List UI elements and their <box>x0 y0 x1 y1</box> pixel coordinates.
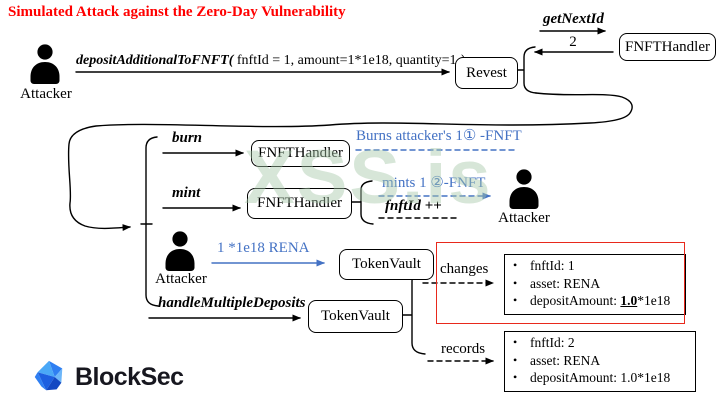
list-item: • fnftId: 2 <box>513 334 691 352</box>
list-item: • depositAmount: 1.0*1e18 <box>513 369 691 387</box>
branch-bracket <box>140 136 159 307</box>
attacker-label: Attacker <box>20 86 72 102</box>
rena-transfer-label: 1 *1e18 RENA <box>217 240 310 256</box>
list-item: • asset: RENA <box>513 352 691 370</box>
bullet-icon: • <box>513 370 518 384</box>
fnfthandler-mint-brace <box>350 180 374 225</box>
attacker-icon <box>165 231 195 271</box>
changes-detail-box: • fnftId: 1 • asset: RENA • depositAmount: … <box>504 254 686 315</box>
changes-asset: asset: RENA <box>530 275 601 291</box>
deposit-fn-name: depositAdditionalToFNFT( <box>76 53 234 68</box>
burns-note: Burns attacker's 1① -FNFT <box>356 128 522 144</box>
list-item: • asset: RENA <box>513 275 681 293</box>
records-deposit-amount: depositAmount: 1.0*1e18 <box>530 370 671 385</box>
records-fnftid: fnftId: 2 <box>530 335 575 350</box>
node-fnfthandler-mint: FNFTHandler <box>247 188 352 219</box>
page-title: Simulated Attack against the Zero-Day Vu… <box>8 4 346 20</box>
blocksec-logo-icon <box>34 360 63 391</box>
bullet-icon: • <box>513 335 518 349</box>
blocksec-logo-text: BlockSec <box>75 362 184 391</box>
node-tokenvault-1: TokenVault <box>339 249 434 280</box>
bullet-icon: • <box>513 258 518 272</box>
list-item: • fnftId: 1 <box>513 257 681 275</box>
list-item: • depositAmount: 1.0*1e18 <box>513 292 681 310</box>
nextid-value-label: 2 <box>569 34 577 50</box>
node-fnfthandler-burn: FNFTHandler <box>251 140 350 167</box>
node-tokenvault-2: TokenVault <box>308 300 403 333</box>
changes-deposit-amount: depositAmount: 1.0*1e18 <box>530 293 671 308</box>
tokenvault-effects-brace <box>400 270 426 355</box>
bullet-icon: • <box>513 293 518 307</box>
handle-multiple-deposits-label: handleMultipleDeposits <box>158 295 306 311</box>
records-asset: asset: RENA <box>530 352 601 368</box>
changes-fnftid: fnftId: 1 <box>530 258 575 273</box>
bullet-icon: • <box>513 275 518 290</box>
loop-connector <box>67 92 633 232</box>
revest-brace <box>514 46 537 94</box>
deposit-amount-highlight: 1.0 <box>620 293 638 308</box>
records-detail-box: • fnftId: 2 • asset: RENA • depositAmount: … <box>504 331 696 392</box>
attacker-icon <box>509 169 539 209</box>
burn-label: burn <box>172 130 203 146</box>
fnftid-increment-label: fnftId ++ <box>385 198 442 214</box>
node-revest: Revest <box>455 57 518 89</box>
mint-label: mint <box>172 185 201 201</box>
attacker-label: Attacker <box>498 210 550 226</box>
getnextid-label: getNextId <box>543 11 604 27</box>
mints-note: mints 1 ②-FNFT <box>382 175 486 191</box>
records-label: records <box>441 341 486 357</box>
changes-label: changes <box>440 261 489 277</box>
deposit-call-label: depositAdditionalToFNFT( fnftId = 1, amo… <box>76 53 465 68</box>
blocksec-logo: BlockSec <box>30 358 184 396</box>
bullet-icon: • <box>513 352 518 367</box>
node-fnfthandler-top: FNFTHandler <box>619 33 716 61</box>
attacker-icon <box>30 44 60 84</box>
deposit-args: fnftId = 1, amount=1*1e18, quantity=1 <box>233 53 461 68</box>
attacker-label: Attacker <box>155 271 207 287</box>
